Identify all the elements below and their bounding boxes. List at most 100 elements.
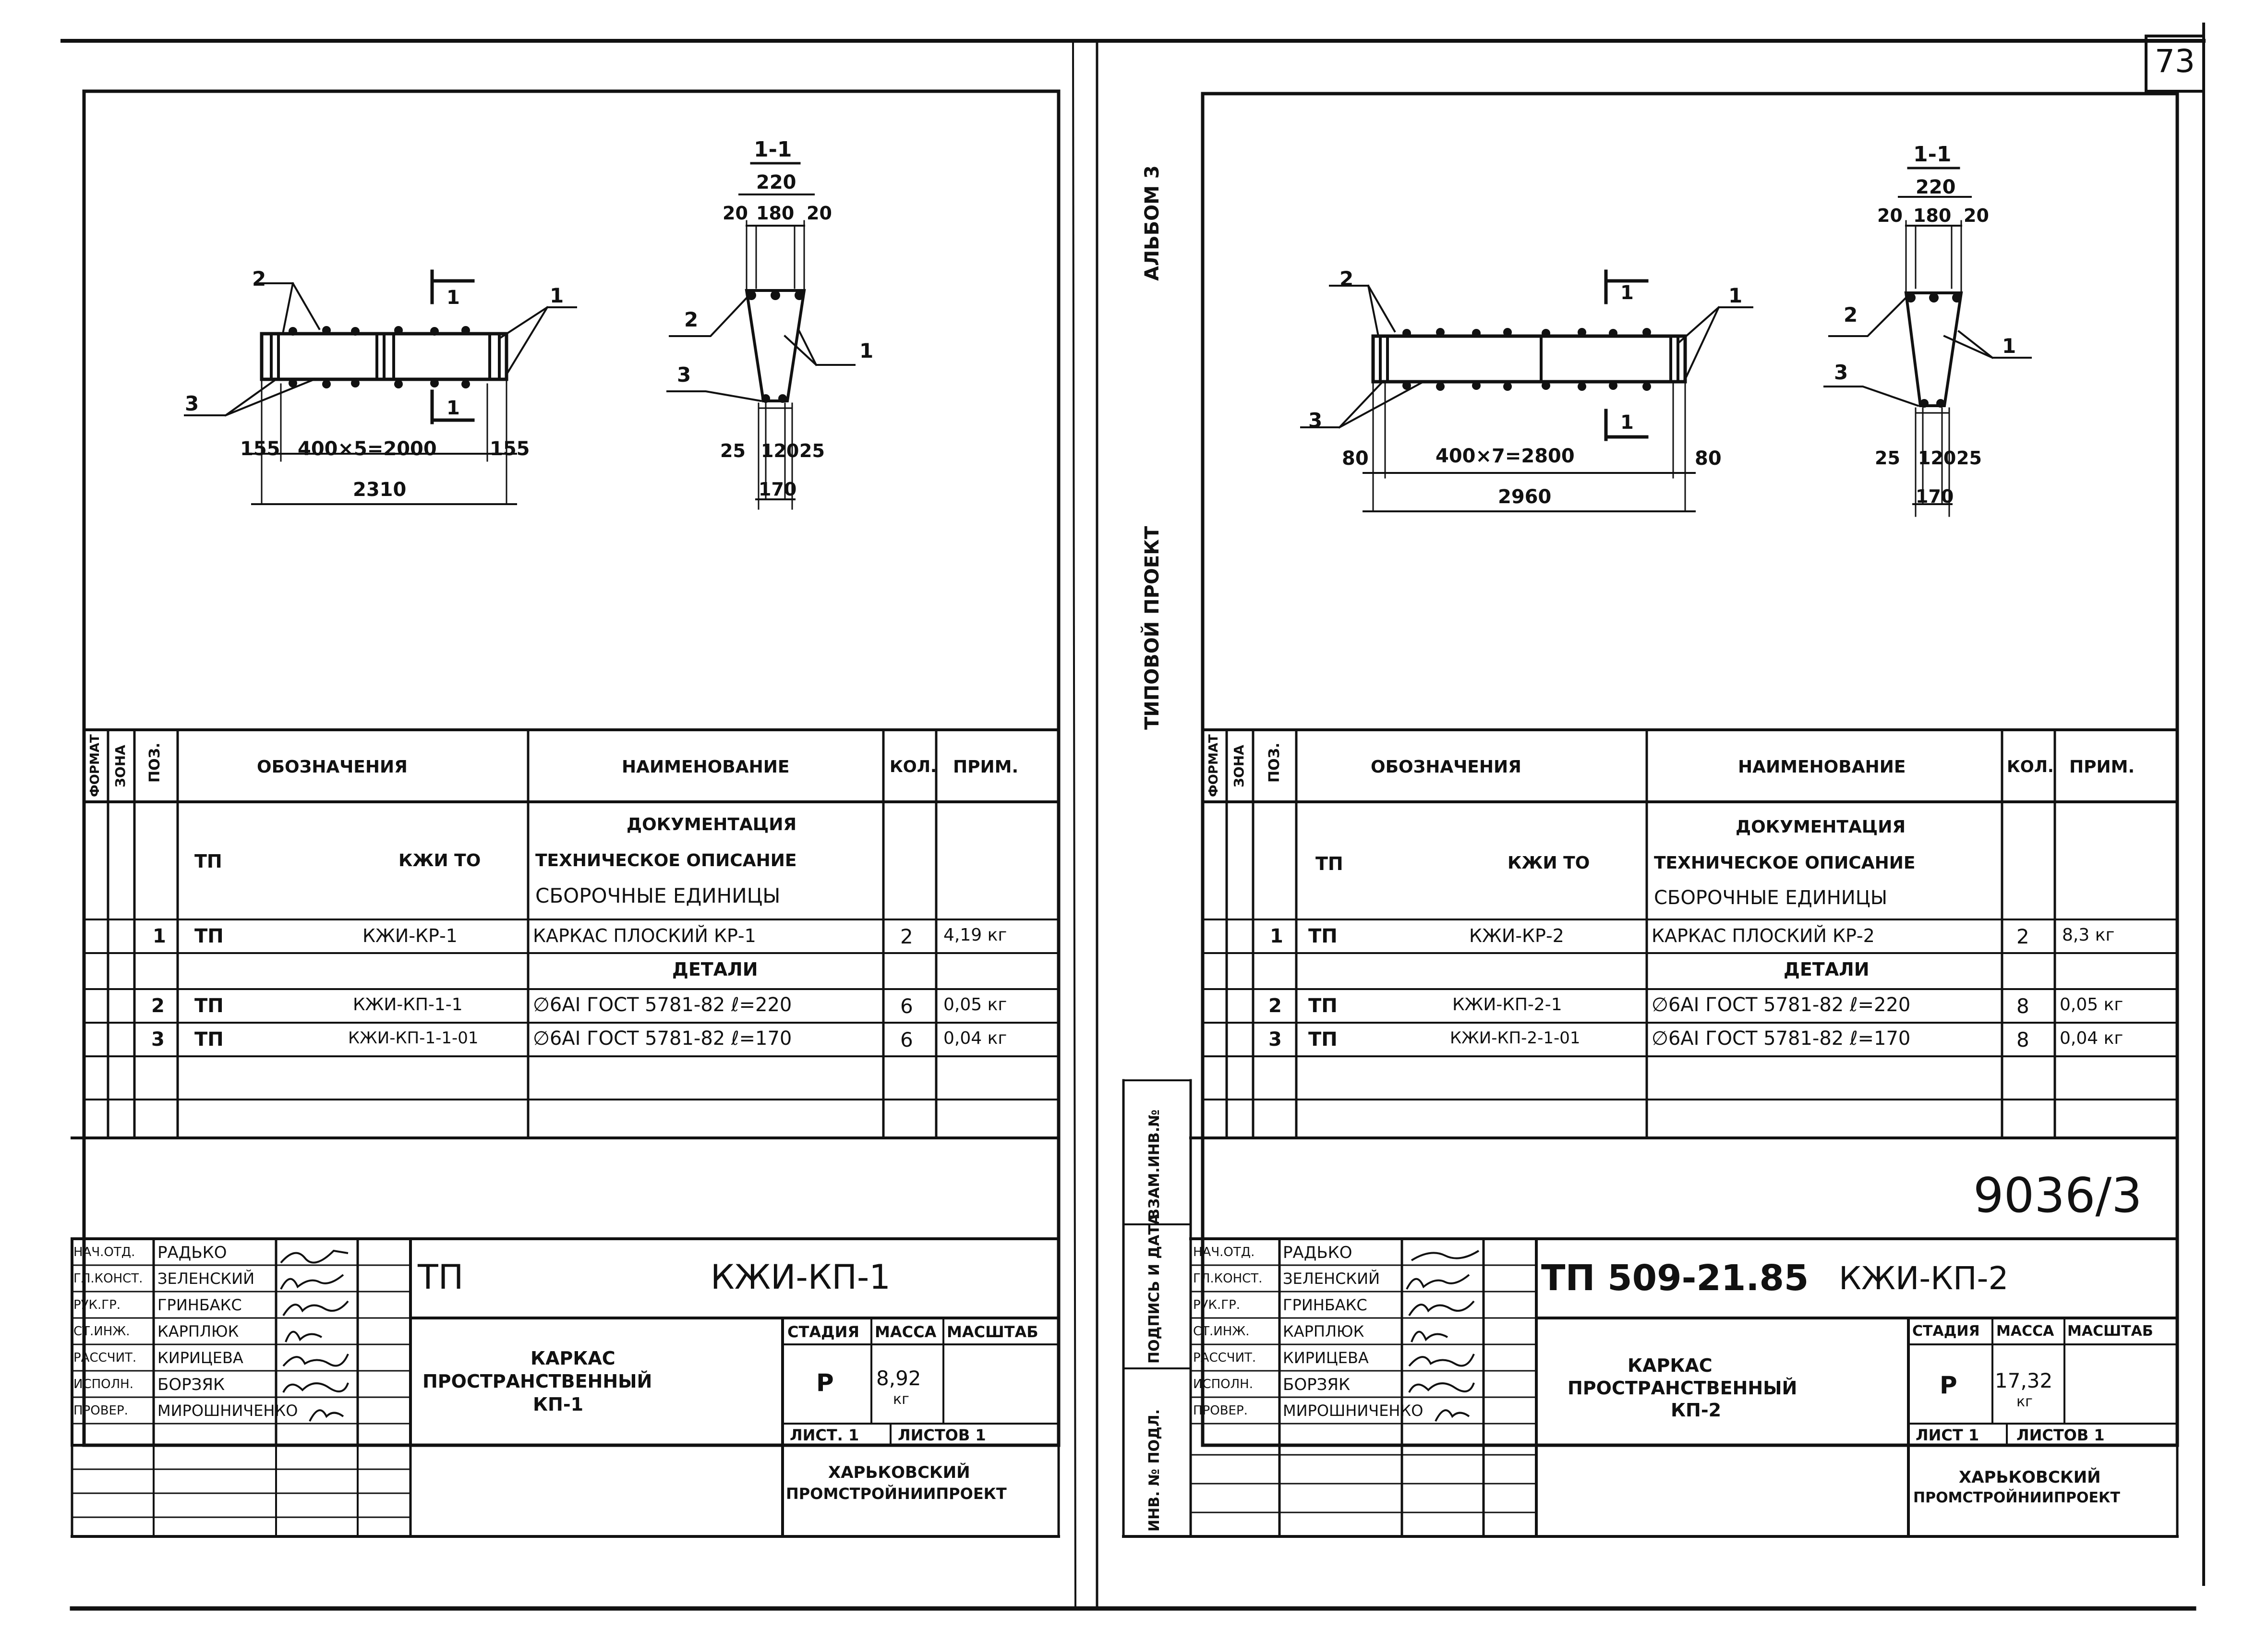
left-dim-total: 2310 xyxy=(353,479,407,501)
left-dim-end-right: 155 xyxy=(490,438,530,460)
right-hdr-pos: ПОЗ. xyxy=(1266,742,1283,783)
right-row-1-tp: ТП xyxy=(1308,925,1338,947)
right-scale-label: МАСШТАБ xyxy=(2067,1323,2153,1340)
left-doc-header: ДОКУМЕНТАЦИЯ xyxy=(627,815,797,834)
left-dim-top-a: 20 xyxy=(723,203,748,224)
right-role-1: ГЛ.КОНСТ. xyxy=(1193,1271,1263,1286)
left-dim-bot-total: 170 xyxy=(759,479,797,500)
left-row-3-qty: 6 xyxy=(900,1028,913,1052)
right-role-5: ИСПОЛН. xyxy=(1193,1377,1253,1391)
left-dim-end-left: 155 xyxy=(240,438,280,460)
right-row-2-tp: ТП xyxy=(1308,995,1338,1017)
left-dim-bot-a: 25 xyxy=(720,440,746,461)
right-row-1-qty: 2 xyxy=(2016,925,2029,948)
left-role-1: ГЛ.КОНСТ. xyxy=(73,1271,143,1286)
left-name-4: КИРИЦЕВА xyxy=(157,1349,243,1367)
right-section-label: 1-1 xyxy=(1913,142,1952,167)
left-leader-3: 3 xyxy=(185,392,199,415)
left-row-1-tp: ТП xyxy=(194,925,224,947)
left-leader-2: 2 xyxy=(252,267,266,290)
left-doc-tp: ТП xyxy=(194,851,222,872)
left-leader-2-section: 2 xyxy=(684,308,699,331)
left-row-2-note: 0,05 кг xyxy=(943,995,1007,1015)
right-name-6: МИРОШНИЧЕНКО xyxy=(1283,1402,1424,1420)
left-title-code: КЖИ-КП-1 xyxy=(711,1257,891,1297)
left-title-name-1: КАРКАС xyxy=(531,1348,615,1369)
left-row-3-note: 0,04 кг xyxy=(943,1028,1007,1048)
right-name-1: ЗЕЛЕНСКИЙ xyxy=(1283,1269,1380,1288)
left-signatures xyxy=(280,1249,349,1422)
left-org-2: ПРОМСТРОЙНИИПРОЕКТ xyxy=(786,1485,1007,1503)
left-role-4: РАССЧИТ. xyxy=(73,1351,137,1365)
left-row-1-qty: 2 xyxy=(900,925,913,948)
left-row-3-tp: ТП xyxy=(194,1028,224,1051)
right-role-6: ПРОВЕР. xyxy=(1193,1403,1248,1418)
right-leader-1-section: 1 xyxy=(2002,334,2016,358)
right-leader-1: 1 xyxy=(1728,284,1743,307)
right-title-name-2: ПРОСТРАНСТВЕННЫЙ xyxy=(1568,1378,1798,1399)
left-row-1-name: КАРКАС ПЛОСКИЙ КР-1 xyxy=(533,925,756,946)
right-hdr-qty: КОЛ. xyxy=(2007,757,2054,776)
right-hdr-name: НАИМЕНОВАНИЕ xyxy=(1738,757,1906,777)
left-role-0: НАЧ.ОТД. xyxy=(73,1245,135,1259)
left-title-name-2: ПРОСТРАНСТВЕННЫЙ xyxy=(422,1371,652,1392)
left-role-6: ПРОВЕР. xyxy=(73,1403,128,1418)
right-sheet-no: ЛИСТ 1 xyxy=(1916,1426,1979,1444)
right-dim-bot-total: 170 xyxy=(1916,486,1954,507)
left-role-2: РУК.ГР. xyxy=(73,1298,121,1312)
left-hdr-name: НАИМЕНОВАНИЕ xyxy=(622,757,790,777)
left-row-2-pos: 2 xyxy=(151,995,165,1017)
right-cut-label-top: 1 xyxy=(1620,282,1634,304)
left-stage-label: СТАДИЯ xyxy=(787,1323,859,1341)
right-doc-header: ДОКУМЕНТАЦИЯ xyxy=(1736,817,1906,837)
left-row-2-name: ∅6AⅠ ГОСТ 5781-82 ℓ=220 xyxy=(533,994,792,1016)
right-row-2-note: 0,05 кг xyxy=(2060,995,2123,1015)
right-row-1-pos: 1 xyxy=(1270,925,1283,947)
left-section-label: 1-1 xyxy=(754,137,792,162)
left-hdr-qty: КОЛ. xyxy=(890,757,937,776)
right-cut-label-bottom: 1 xyxy=(1620,411,1634,434)
right-mass: 17,32 xyxy=(1995,1369,2053,1392)
right-role-2: РУК.ГР. xyxy=(1193,1298,1241,1312)
left-dim-top-b: 180 xyxy=(756,203,795,224)
left-row-1-note: 4,19 кг xyxy=(943,925,1007,945)
right-title-tp: ТП 509-21.85 xyxy=(1541,1257,1809,1299)
left-cut-label-top: 1 xyxy=(446,287,460,309)
right-doc-name: ТЕХНИЧЕСКОЕ ОПИСАНИЕ xyxy=(1654,853,1916,873)
right-details-header: ДЕТАЛИ xyxy=(1784,959,1870,980)
left-assembly-header: СБОРОЧНЫЕ ЕДИНИЦЫ xyxy=(535,884,781,907)
right-dim-end-right: 80 xyxy=(1695,447,1722,470)
left-role-5: ИСПОЛН. xyxy=(73,1377,133,1391)
right-row-1-note: 8,3 кг xyxy=(2062,925,2115,945)
right-org-1: ХАРЬКОВСКИЙ xyxy=(1959,1468,2101,1487)
right-hdr-format: ФОРМАТ xyxy=(1206,734,1221,797)
right-title-code: КЖИ-КП-2 xyxy=(1839,1260,2009,1297)
left-title-tp: ТП xyxy=(418,1257,464,1297)
left-row-3-name: ∅6AⅠ ГОСТ 5781-82 ℓ=170 xyxy=(533,1028,792,1050)
left-sheets-count: ЛИСТОВ 1 xyxy=(898,1426,986,1444)
left-sheet-no: ЛИСТ. 1 xyxy=(790,1426,859,1444)
left-name-5: БОРЗЯК xyxy=(157,1375,225,1394)
right-row-3-tp: ТП xyxy=(1308,1028,1338,1051)
left-name-2: ГРИНБАКС xyxy=(157,1296,242,1314)
right-dim-top-a: 20 xyxy=(1877,205,1903,226)
left-dim-spacing: 400×5=2000 xyxy=(298,438,437,460)
left-leader-3-section: 3 xyxy=(677,363,691,387)
left-hdr-pos: ПОЗ. xyxy=(146,742,163,783)
left-row-2-tp: ТП xyxy=(194,995,224,1017)
right-doc-tp: ТП xyxy=(1315,853,1343,874)
left-dim-bot-c: 25 xyxy=(799,440,825,461)
stamp-podpis: ПОДПИСЬ И ДАТА xyxy=(1146,1213,1163,1364)
right-row-3-qty: 8 xyxy=(2016,1028,2029,1052)
left-mass-unit: кг xyxy=(893,1391,909,1408)
project-label: ТИПОВОЙ ПРОЕКТ xyxy=(1141,526,1163,730)
left-row-3-pos: 3 xyxy=(151,1028,165,1051)
right-role-3: СТ.ИНЖ. xyxy=(1193,1324,1250,1339)
right-row-3-pos: 3 xyxy=(1268,1028,1282,1051)
right-name-2: ГРИНБАКС xyxy=(1283,1296,1367,1314)
right-dim-spacing: 400×7=2800 xyxy=(1436,445,1575,467)
left-name-6: МИРОШНИЧЕНКО xyxy=(157,1402,298,1420)
left-details-header: ДЕТАЛИ xyxy=(672,959,758,980)
right-dim-total: 2960 xyxy=(1498,486,1552,508)
